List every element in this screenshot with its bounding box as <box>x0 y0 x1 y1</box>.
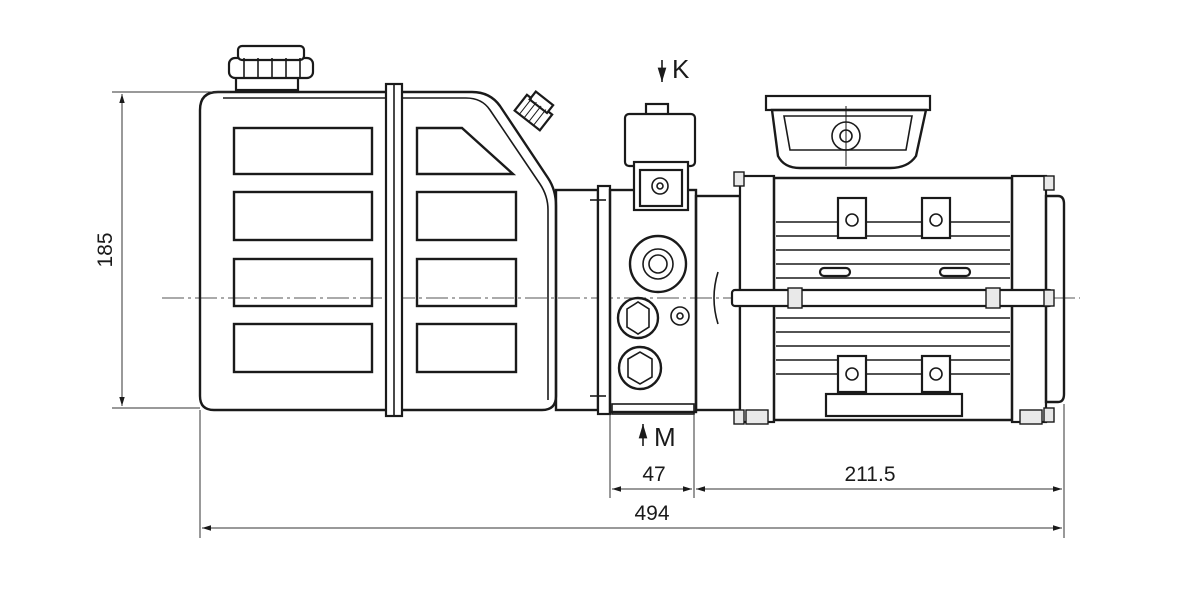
port-k: K <box>657 54 690 84</box>
port-label-k: K <box>672 54 690 84</box>
breather-icon <box>513 90 555 132</box>
tank <box>198 44 612 418</box>
valve-block <box>608 102 742 415</box>
dimension-valve-block: 47 <box>612 463 692 492</box>
port-m: M <box>638 422 676 452</box>
electric-motor <box>730 94 1066 425</box>
dimension-overall: 494 <box>202 502 1062 531</box>
dimension-motor: 211.5 <box>696 463 1062 492</box>
dimension-height: 185 <box>94 91 230 409</box>
dimension-label-height: 185 <box>94 232 117 267</box>
dimension-label-valve: 47 <box>642 463 665 486</box>
dimension-label-motor: 211.5 <box>845 463 896 486</box>
dimension-label-overall: 494 <box>634 502 669 525</box>
port-label-m: M <box>654 422 676 452</box>
filler-cap-icon <box>227 44 315 92</box>
